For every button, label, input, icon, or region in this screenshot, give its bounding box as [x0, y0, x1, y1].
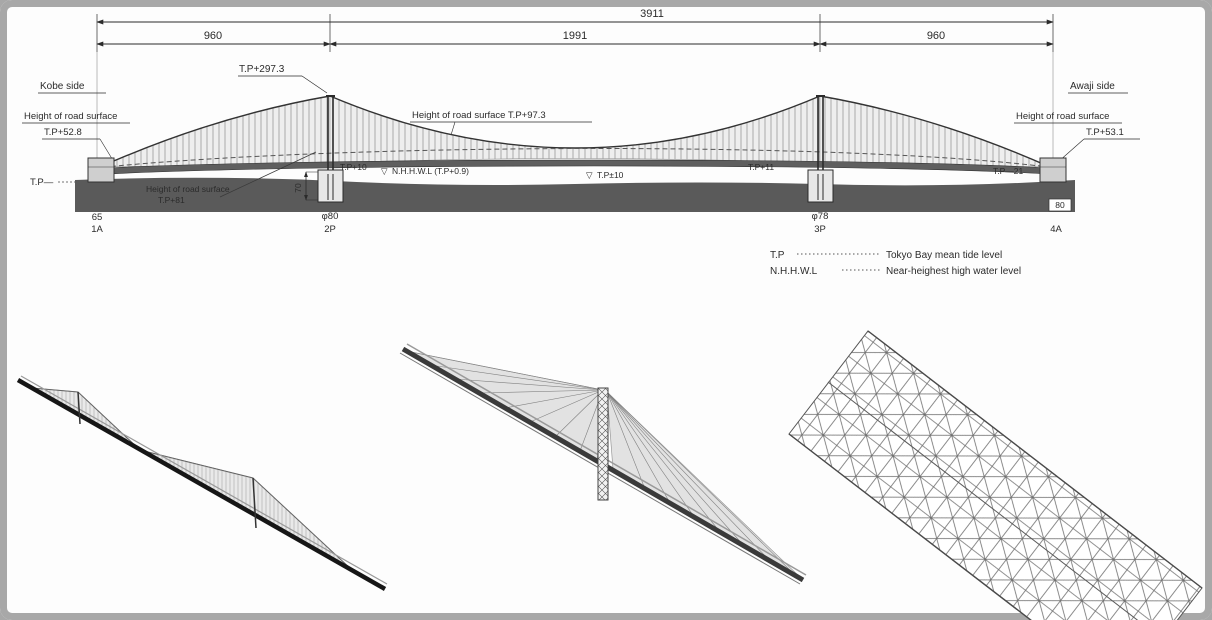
dimension-lines: [96, 14, 1054, 158]
pier2-dia-label: φ80: [322, 211, 339, 222]
awaji-side-label: Awaji side: [1070, 81, 1115, 92]
tower-2p: [317, 95, 344, 203]
deck-edge-light: [20, 375, 388, 585]
anchor1-width-label: 65: [92, 212, 103, 223]
dim-main-span-label: 1991: [563, 30, 587, 42]
right-cable-fan-lines: [606, 391, 796, 576]
tower-lattice: [597, 387, 609, 501]
band-road-level-label: T.P+81: [158, 195, 185, 205]
left-side-cable-hangers: [99, 95, 331, 168]
deck-line: [16, 378, 387, 591]
model-full-bridge: [16, 375, 388, 591]
anchor4-width-box: [1048, 198, 1072, 212]
model-tower-closeup: [399, 343, 807, 585]
pier3-dia-label: φ78: [812, 211, 829, 222]
truss-top-chord: [867, 330, 1203, 589]
legend-tp-value: Tokyo Bay mean tide level: [886, 250, 1002, 261]
dim-right-span-label: 960: [927, 30, 945, 42]
main-cable: [329, 95, 821, 149]
left-side-cable: [99, 95, 331, 168]
pier-height-label: 70: [293, 183, 303, 193]
elevation-drawing: 3911 960 1991 960 T.P+297.3 Kobe side Aw…: [22, 8, 1140, 277]
anchorage-4a: [1039, 157, 1067, 183]
legend-tp-key: T.P: [770, 250, 785, 261]
anchor4-width-label: 80: [1055, 200, 1065, 210]
pier-height-dim: [304, 171, 318, 201]
model-truss-deck: [788, 330, 1203, 620]
road-surface-right-label: Height of road surface: [1016, 111, 1109, 122]
anchor1-label: 1A: [91, 224, 103, 235]
tp-datum-label: T.P—: [30, 177, 54, 188]
road-right-level-label: T.P+53.1: [1086, 127, 1124, 138]
nhhwl-marker-icon: ▽: [381, 166, 388, 176]
dim-left-span-label: 960: [204, 30, 222, 42]
right-side-cable: [819, 95, 1051, 168]
kobe-side-label: Kobe side: [40, 81, 85, 92]
legend-nhhwl-value: Near-heighest high water level: [886, 266, 1021, 277]
truss-bottom-chord: [788, 433, 1032, 620]
anchorage-1a: [87, 157, 115, 183]
tower-2-line: [252, 477, 257, 529]
truss-panel: [788, 330, 1203, 620]
tower-3p: [807, 95, 834, 203]
road-center-label: Height of road surface T.P+97.3: [412, 110, 546, 121]
legend-nhhwl-key: N.H.H.W.L: [770, 266, 818, 277]
left-cable-fan-lines: [405, 350, 604, 452]
right-side-cable-hangers: [819, 95, 1051, 168]
level-4a-label: T.P—21: [993, 166, 1024, 176]
main-cable-hangers: [329, 95, 821, 164]
tide-range-label: T.P±10: [597, 170, 624, 180]
band-label-leader: [219, 151, 317, 198]
dim-total-label: 3911: [640, 8, 664, 20]
level-3p-label: T.P+11: [748, 162, 774, 172]
nhhwl-label: N.H.H.W.L (T.P+0.9): [392, 166, 469, 176]
pier2-label: 2P: [324, 224, 336, 235]
tide-marker-icon: ▽: [586, 170, 593, 180]
tower-1-line: [77, 391, 81, 425]
superstructure: [87, 95, 1063, 176]
truss-mid-chord: [827, 381, 1139, 620]
anchor4-label: 4A: [1050, 224, 1062, 235]
level-2p-label: T.P+10: [340, 162, 367, 172]
pier3-label: 3P: [814, 224, 826, 235]
tower-top-level-label: T.P+297.3: [239, 64, 285, 75]
legend: T.P Tokyo Bay mean tide level N.H.H.W.L …: [770, 250, 1021, 277]
road-profile-dashed: [94, 148, 1057, 169]
road-left-level-label: T.P+52.8: [44, 127, 82, 138]
tower-top-leader: [301, 75, 328, 94]
road-surface-left-label: Height of road surface: [24, 111, 117, 122]
band-road-label: Height of road surface: [146, 184, 230, 194]
